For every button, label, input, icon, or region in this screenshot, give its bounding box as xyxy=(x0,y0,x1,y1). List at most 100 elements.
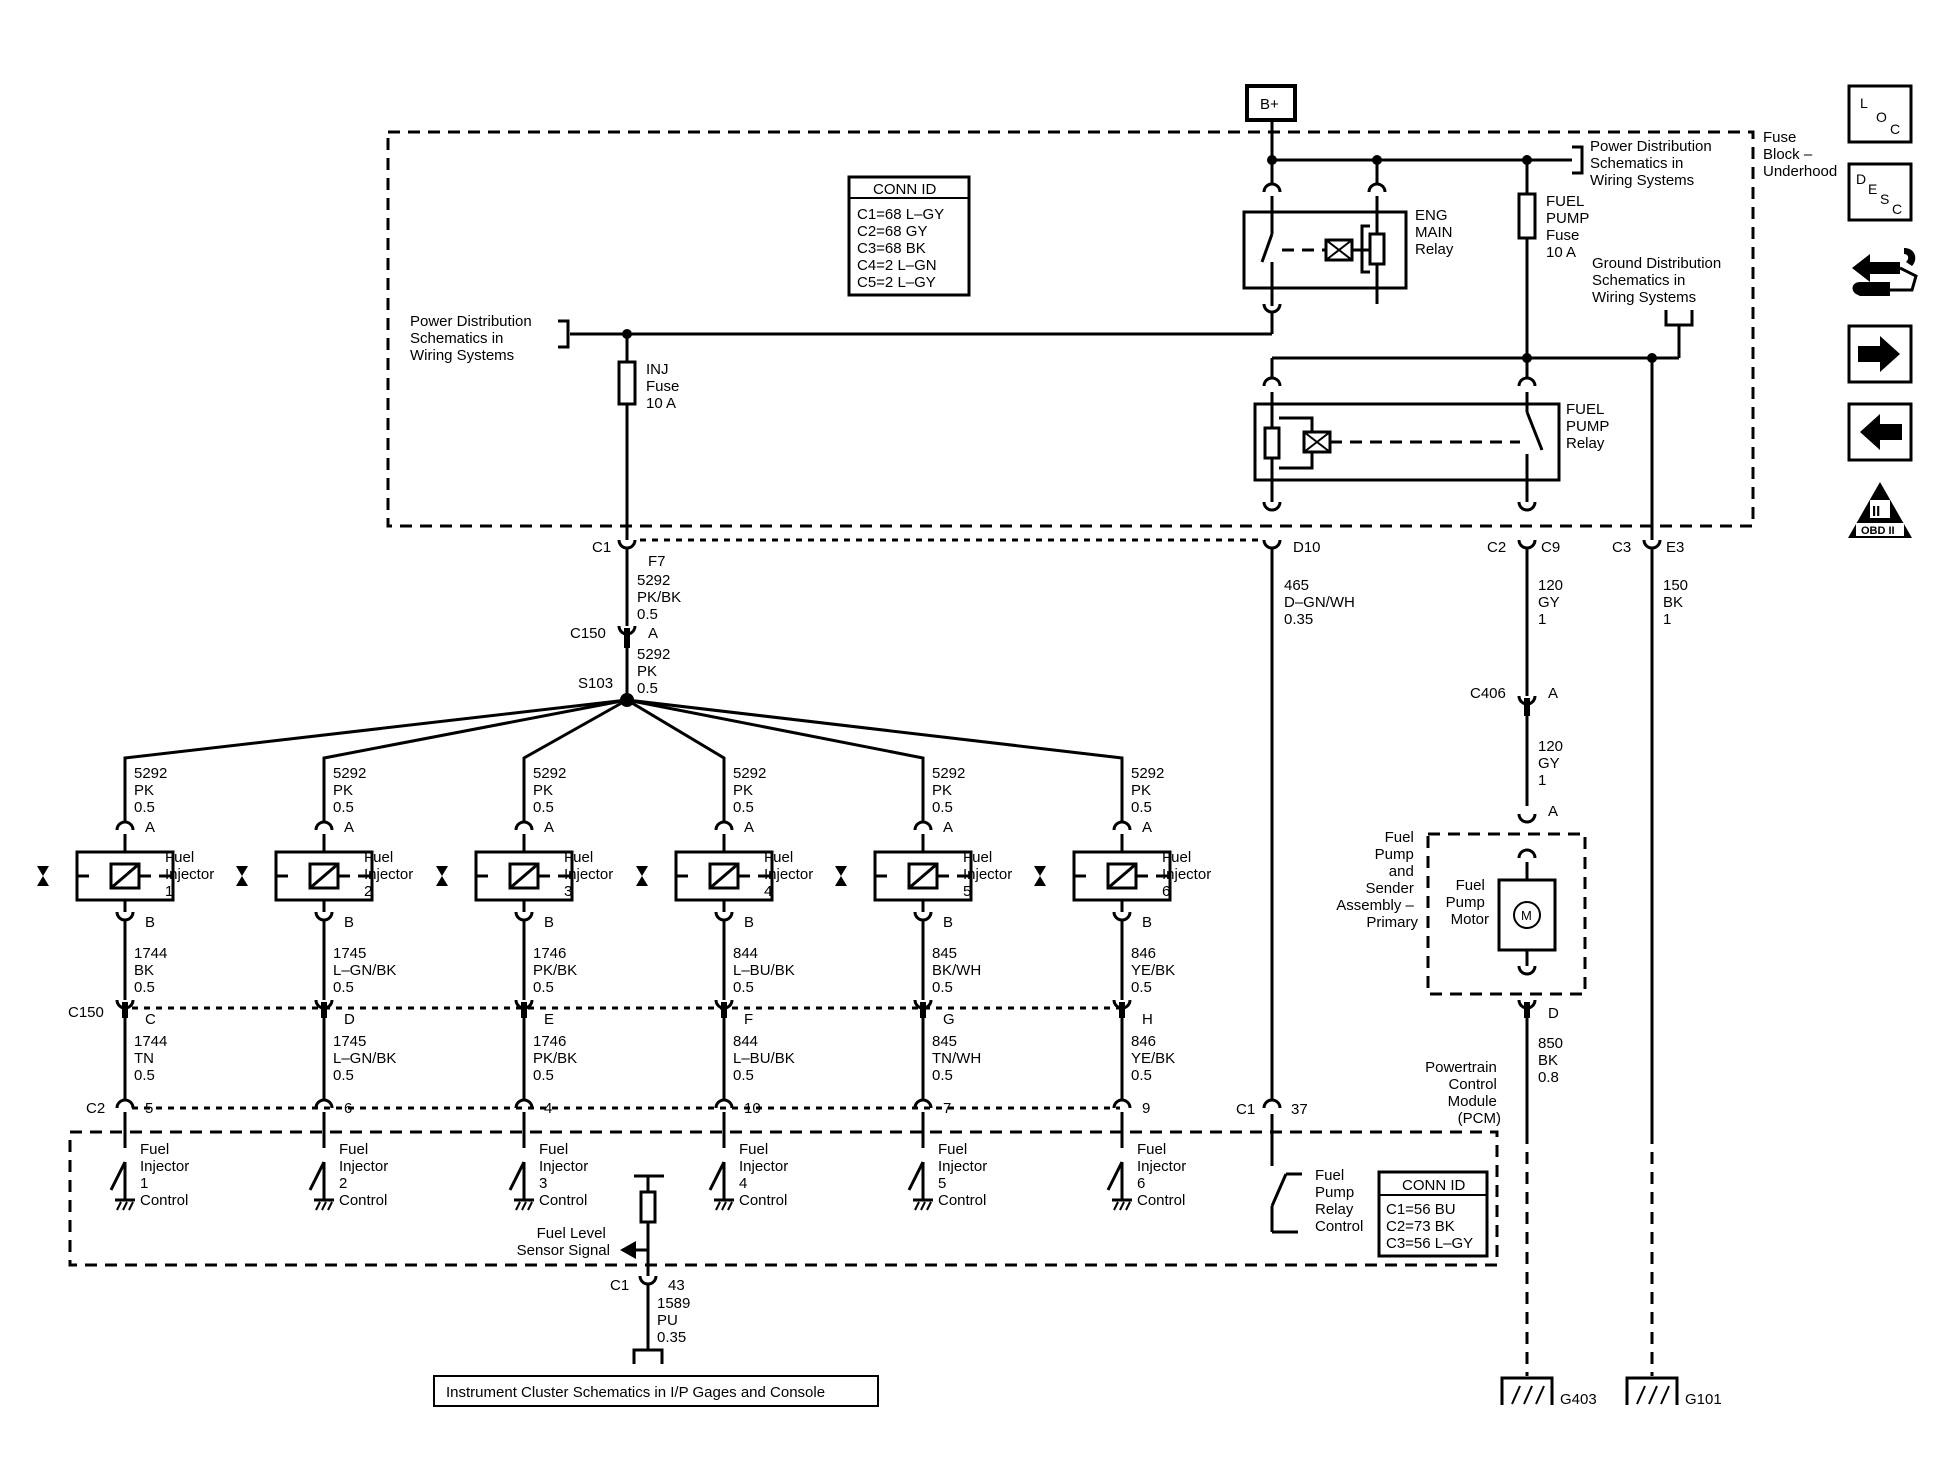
conn-c2-fb: C2 xyxy=(1487,539,1506,556)
injector-1-c150-pin: C xyxy=(145,1011,156,1028)
eng-main-relay-label: ENG MAIN Relay xyxy=(1415,207,1457,258)
c2-row-label: C2 xyxy=(86,1100,105,1117)
ground-g101-label: G101 xyxy=(1685,1391,1722,1408)
relay-ctrl-label: Fuel Pump Relay Control xyxy=(1315,1167,1363,1235)
svg-text:O: O xyxy=(1876,109,1887,125)
svg-text:D: D xyxy=(1856,171,1866,187)
injector-3-pin-b: B xyxy=(544,914,554,931)
ground-g403-symbol xyxy=(1500,1376,1554,1405)
conn-c3-fb: C3 xyxy=(1612,539,1631,556)
battery-positive-label: B+ xyxy=(1260,96,1279,113)
main-feed-wire-a: 5292 PK/BK 0.5 xyxy=(637,572,685,623)
pump-ground-wire: 850 BK 0.8 xyxy=(1538,1035,1567,1086)
c406-label: C406 xyxy=(1470,685,1506,702)
pump-pin-a: A xyxy=(1548,803,1558,820)
injector-6-c150-pin: H xyxy=(1142,1011,1153,1028)
injector-4-pin-a: A xyxy=(744,819,754,836)
injector-2-pin-b: B xyxy=(344,914,354,931)
conn-c9-fb: C9 xyxy=(1541,539,1560,556)
svg-text:C: C xyxy=(1892,201,1902,217)
conn-id-pcm-title: CONN ID xyxy=(1402,1177,1466,1194)
ground-e3-wire: 150 BK 1 xyxy=(1663,577,1692,628)
c406-pin: A xyxy=(1548,685,1558,702)
inj-fuse xyxy=(617,360,637,406)
loc-button[interactable]: L O C xyxy=(1847,84,1913,144)
instrument-cluster-ref[interactable] xyxy=(433,1375,879,1407)
fuel-pump-relay-label: FUEL PUMP Relay xyxy=(1566,401,1613,452)
conn-d10-fb: D10 xyxy=(1293,539,1321,556)
conn-e3-fb: E3 xyxy=(1666,539,1684,556)
conn-id-fuse-block xyxy=(847,175,971,297)
fuel-level-label: Fuel Level Sensor Signal xyxy=(517,1225,610,1259)
fuel-level-pin: 43 xyxy=(668,1277,685,1294)
svg-text:OBD II: OBD II xyxy=(1861,525,1895,537)
fuel-pump-fuse-label: FUEL PUMP Fuse 10 A xyxy=(1546,193,1593,261)
c150-row-label: C150 xyxy=(68,1004,104,1021)
conn-f7-fb: F7 xyxy=(648,553,666,570)
instrument-cluster-ref-label: Instrument Cluster Schematics in I/P Gag… xyxy=(446,1384,825,1401)
diagnostic-tools-icon[interactable] xyxy=(1852,248,1918,296)
injector-5-pin-b: B xyxy=(943,914,953,931)
power-distribution-ref-right: Power Distribution Schematics in Wiring … xyxy=(1590,138,1716,189)
c150-main-pin: A xyxy=(648,625,658,642)
injector-2-c150-pin: D xyxy=(344,1011,355,1028)
svg-text:E: E xyxy=(1868,181,1877,197)
fuel-level-resistor xyxy=(639,1190,657,1224)
desc-button[interactable]: D E S C xyxy=(1847,162,1913,222)
injector-4-c150-pin: F xyxy=(744,1011,753,1028)
next-page-button[interactable] xyxy=(1847,324,1913,384)
injector-1-pin-b: B xyxy=(145,914,155,931)
pump-pin-d: D xyxy=(1548,1005,1559,1022)
pump-feed-wire-b: 120 GY 1 xyxy=(1538,738,1567,789)
prev-page-button[interactable] xyxy=(1847,402,1913,462)
inj-fuse-label: INJ Fuse 10 A xyxy=(646,361,684,412)
conn-id-title: CONN ID xyxy=(873,181,937,198)
pcm-label: Powertrain Control Module (PCM) xyxy=(1425,1059,1501,1127)
injector-3-pin-a: A xyxy=(544,819,554,836)
fuel-pump-motor-label: Fuel Pump Motor xyxy=(1446,877,1489,928)
injector-6-pin-a: A xyxy=(1142,819,1152,836)
fuel-level-c1: C1 xyxy=(610,1277,629,1294)
svg-text:L: L xyxy=(1860,95,1868,111)
injector-2-pin-a: A xyxy=(344,819,354,836)
splice-s103-label: S103 xyxy=(578,675,613,692)
svg-text:S: S xyxy=(1880,191,1889,207)
injector-4-pin-b: B xyxy=(744,914,754,931)
obd-ii-button[interactable]: II OBD II xyxy=(1848,482,1912,538)
fuel-pump-assembly-label: Fuel Pump and Sender Assembly – Primary xyxy=(1336,829,1418,931)
arrow-left-icon xyxy=(1860,414,1902,450)
fuel-pump-fuse xyxy=(1517,192,1537,240)
ground-g403-label: G403 xyxy=(1560,1391,1597,1408)
conn-id-lines: C1=68 L–GY C2=68 GY C3=68 BK C4=2 L–GN C… xyxy=(857,206,948,291)
arrow-right-icon xyxy=(1858,336,1900,372)
svg-text:C: C xyxy=(1890,121,1900,137)
conn-id-pcm xyxy=(1377,1170,1489,1258)
injector-3-c150-pin: E xyxy=(544,1011,554,1028)
relay-ctrl-wire: 465 D–GN/WH 0.35 xyxy=(1284,577,1359,628)
injector-6-pin-b: B xyxy=(1142,914,1152,931)
power-distribution-ref-left: Power Distribution Schematics in Wiring … xyxy=(410,313,536,364)
relay-ctrl-pin: 37 xyxy=(1291,1101,1308,1118)
injector-4-c2-pin: 10 xyxy=(744,1100,761,1117)
